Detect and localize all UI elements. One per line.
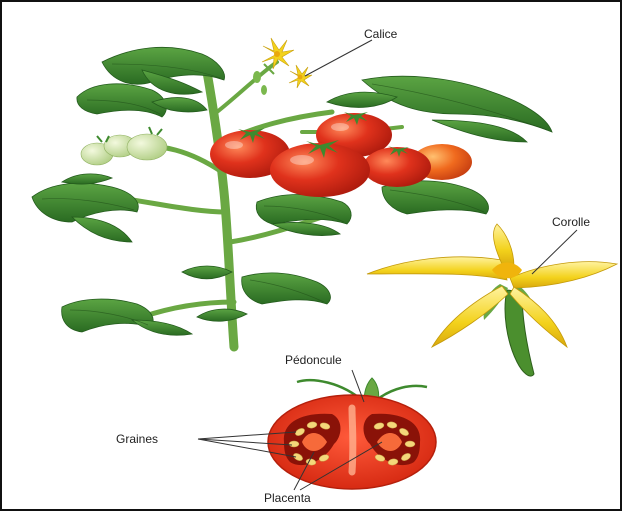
- unripe-tomatoes: [81, 127, 167, 165]
- tomato-cross-section: [268, 378, 436, 489]
- corolla-flower: [367, 224, 617, 376]
- leader-calice: [305, 40, 372, 76]
- label-placenta: Placenta: [264, 491, 311, 505]
- label-calice: Calice: [364, 27, 397, 41]
- label-corolle: Corolle: [552, 215, 590, 229]
- calyx-flowers: [253, 38, 312, 95]
- label-pedoncule: Pédoncule: [285, 353, 342, 367]
- label-graines: Graines: [116, 432, 158, 446]
